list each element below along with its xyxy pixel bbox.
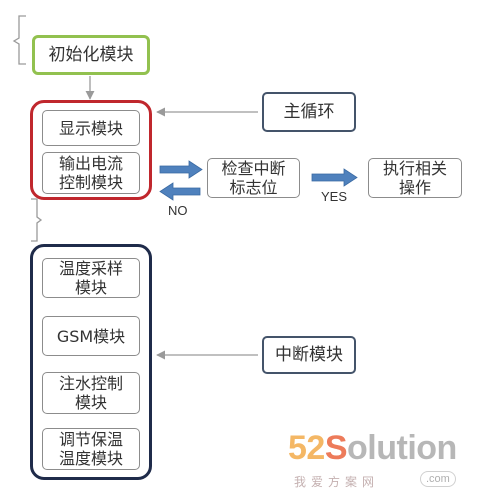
gsm-module-label: GSM模块 (56, 326, 126, 346)
init-bracket (12, 15, 26, 65)
watermark-cn-text: 我爱方案网 (294, 475, 380, 489)
main-loop-label-node: 主循环 (262, 92, 356, 132)
output-control-node: 输出电流 控制模块 (42, 152, 140, 194)
interrupt-module-label-node: 中断模块 (262, 336, 356, 374)
adjust-temp-node: 调节保温 温度模块 (42, 428, 140, 470)
display-module-node: 显示模块 (42, 110, 140, 146)
execute-action-label-line2: 操作 (398, 178, 431, 197)
temp-sampling-label-line1: 温度采样 (58, 259, 123, 278)
check-interrupt-label-line1: 检查中断 (221, 159, 286, 178)
to-check-arrow (159, 160, 203, 179)
check-interrupt-node: 检查中断 标志位 (207, 158, 300, 198)
output-control-label-line2: 控制模块 (58, 173, 123, 192)
yes-edge-label: YES (321, 189, 348, 204)
main-loop-group: 显示模块 输出电流 控制模块 (30, 100, 152, 200)
water-control-node: 注水控制 模块 (42, 372, 140, 414)
adjust-temp-label-line2: 温度模块 (58, 449, 123, 468)
execute-action-label-line1: 执行相关 (382, 159, 447, 178)
watermark-brand-s: S (324, 429, 348, 467)
water-control-label-line1: 注水控制 (58, 374, 123, 393)
no-return-arrow (159, 182, 201, 201)
execute-action-node: 执行相关 操作 (368, 158, 462, 198)
init-module-label: 初始化模块 (48, 44, 134, 65)
watermark-brand: 52Solution (288, 428, 457, 468)
watermark-dotcom: .com (420, 471, 456, 487)
watermark-brand-number: 52 (288, 429, 325, 467)
no-edge-label: NO (168, 203, 188, 218)
adjust-temp-label-line1: 调节保温 (58, 430, 123, 449)
init-module-node: 初始化模块 (32, 35, 150, 75)
display-module-label: 显示模块 (58, 118, 123, 138)
site-watermark: 52Solution 我爱方案网 .com (288, 428, 478, 492)
main-loop-label: 主循环 (283, 101, 335, 122)
interrupt-bracket (31, 198, 43, 242)
yes-arrow (311, 168, 358, 187)
temp-sampling-label-line2: 模块 (74, 278, 107, 297)
water-control-label-line2: 模块 (74, 393, 107, 412)
interrupt-group: 温度采样 模块 GSM模块 注水控制 模块 调节保温 温度模块 (30, 244, 152, 480)
watermark-brand-rest: olution (347, 429, 457, 467)
temp-sampling-node: 温度采样 模块 (42, 258, 140, 298)
interrupt-module-label: 中断模块 (275, 344, 343, 365)
output-control-label-line1: 输出电流 (58, 154, 123, 173)
check-interrupt-label-line2: 标志位 (229, 178, 278, 197)
gsm-module-node: GSM模块 (42, 316, 140, 356)
